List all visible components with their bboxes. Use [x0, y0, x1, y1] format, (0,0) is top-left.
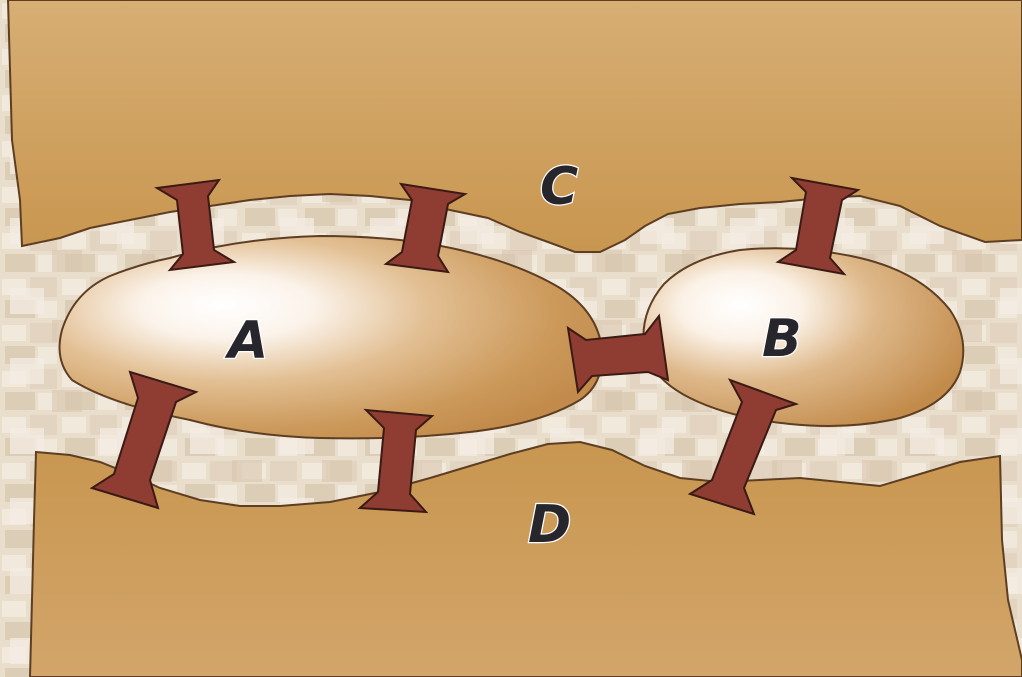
label-c: C: [540, 157, 578, 217]
label-d: D: [528, 495, 571, 555]
label-b: B: [762, 309, 802, 369]
label-a: A: [224, 311, 268, 371]
